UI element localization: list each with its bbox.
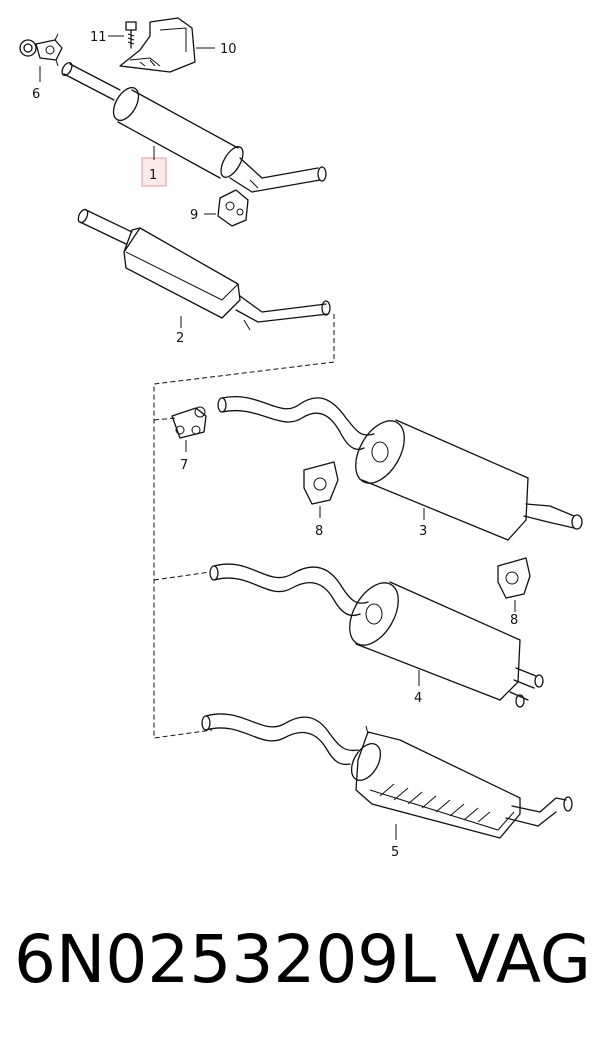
part-3-rear-muffler[interactable]	[217, 396, 583, 541]
part-11-bolt[interactable]	[108, 21, 137, 49]
callout-3: 3	[419, 524, 427, 539]
part-1-highlight-box	[141, 157, 167, 187]
callout-1: 1	[149, 168, 157, 183]
part-2-front-muffler-alt[interactable]	[76, 208, 331, 331]
dashed-link-line	[153, 314, 335, 739]
part-1-front-muffler[interactable]	[60, 61, 327, 193]
part-7-clamp[interactable]	[171, 406, 207, 452]
callout-8a: 8	[315, 524, 323, 539]
part-8-hanger-a[interactable]	[303, 461, 339, 518]
brand-label: VAG	[455, 921, 592, 998]
callout-10: 10	[220, 42, 237, 57]
callout-8b: 8	[510, 613, 518, 628]
exhaust-system-diagram: 6 11 10 1 9	[19, 17, 583, 860]
part-9-rubber-mount[interactable]	[204, 189, 249, 227]
part-number: 6N0253209L	[14, 921, 437, 998]
callout-11: 11	[90, 30, 107, 45]
callout-6: 6	[32, 87, 40, 102]
part-6-clamp[interactable]	[19, 33, 63, 82]
callout-4: 4	[414, 691, 422, 706]
footer: 6N0253209L VAG	[0, 905, 600, 1015]
callout-9: 9	[190, 208, 198, 223]
part-8-hanger-b[interactable]	[497, 557, 531, 612]
part-5-rear-muffler-flat[interactable]	[201, 713, 573, 839]
callout-5: 5	[391, 845, 399, 860]
part-10-bracket[interactable]	[119, 17, 215, 73]
callout-7: 7	[180, 458, 188, 473]
callout-2: 2	[176, 331, 184, 346]
part-4-rear-muffler-alt[interactable]	[209, 563, 544, 708]
